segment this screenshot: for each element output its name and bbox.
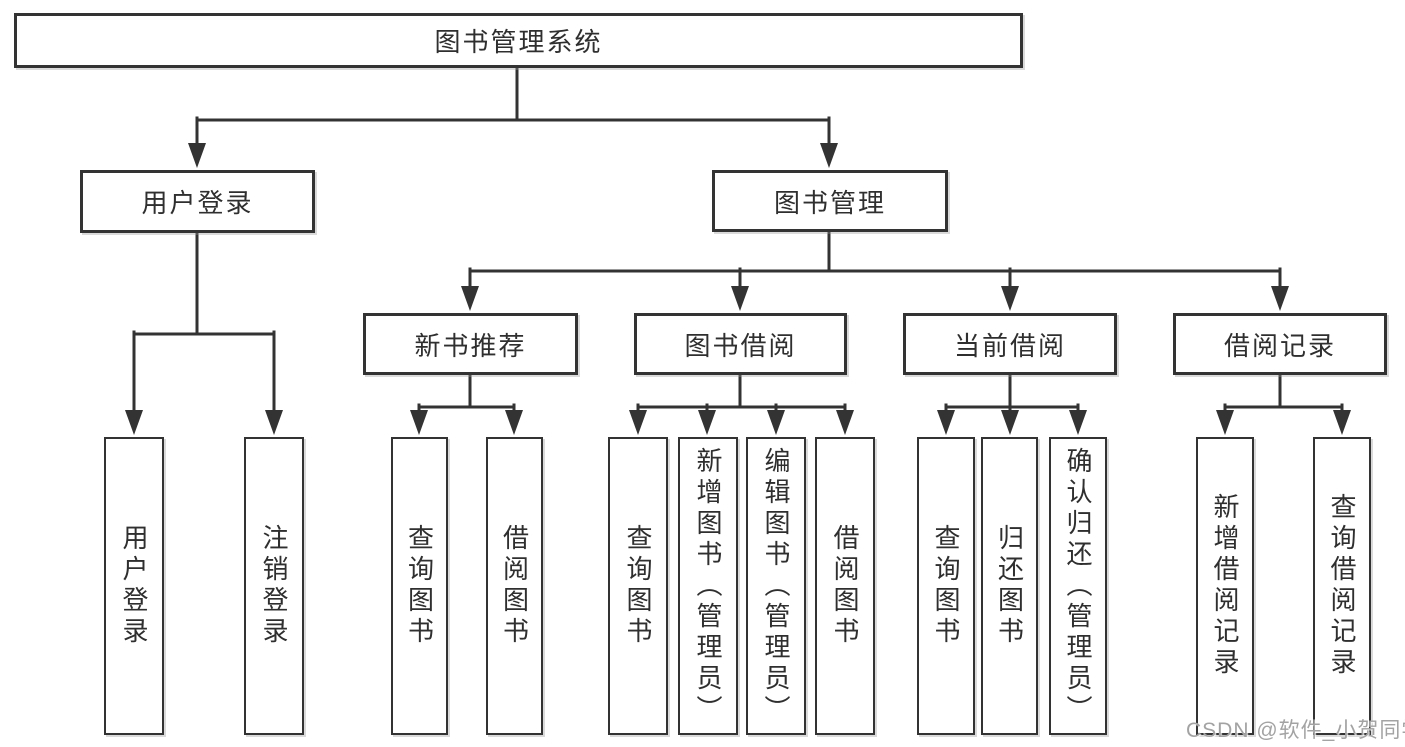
- leaf-current-query-book: 查询图书: [917, 437, 975, 735]
- leaf-borrowing-edit-book-admin: 编辑图书（管理员）: [746, 437, 806, 735]
- leaf-recommend-query-book: 查询图书: [391, 437, 448, 735]
- node-new-book-recommend: 新书推荐: [363, 313, 578, 375]
- leaf-borrowing-query-book: 查询图书: [608, 437, 668, 735]
- leaf-borrowing-borrow-book: 借阅图书: [815, 437, 875, 735]
- leaf-borrowing-add-book-admin: 新增图书（管理员）: [678, 437, 738, 735]
- node-user-login: 用户登录: [80, 170, 315, 233]
- node-current-borrowing: 当前借阅: [903, 313, 1117, 375]
- leaf-logout: 注销登录: [244, 437, 304, 735]
- leaf-user-login: 用户登录: [104, 437, 164, 735]
- node-book-management: 图书管理: [712, 170, 948, 232]
- node-borrowing-records: 借阅记录: [1173, 313, 1387, 375]
- node-library-system: 图书管理系统: [14, 13, 1023, 68]
- leaf-records-query-record: 查询借阅记录: [1313, 437, 1371, 735]
- leaf-recommend-borrow-book: 借阅图书: [486, 437, 543, 735]
- csdn-watermark: CSDN @软件_小贺同学: [1186, 719, 1405, 742]
- arrowheads: [125, 143, 1351, 435]
- node-book-borrowing: 图书借阅: [634, 313, 847, 375]
- leaf-records-add-record: 新增借阅记录: [1196, 437, 1254, 735]
- leaf-current-return-book: 归还图书: [981, 437, 1038, 735]
- leaf-current-confirm-return-admin: 确认归还（管理员）: [1049, 437, 1107, 735]
